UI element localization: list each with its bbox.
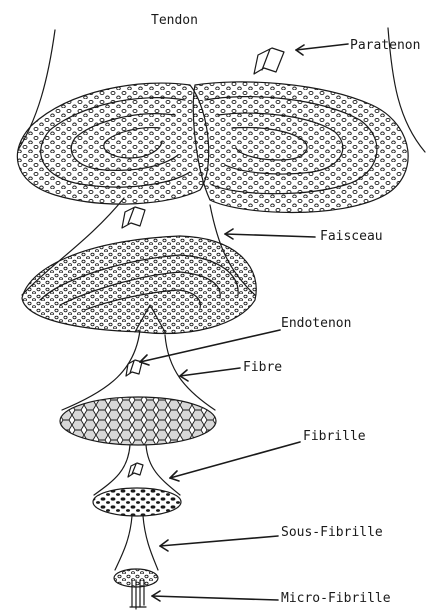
micro-fibrille-label: Micro-Fibrille: [281, 591, 391, 606]
sous-fibrille-label: Sous-Fibrille: [281, 525, 383, 540]
fibre-label: Fibre: [243, 360, 282, 375]
endotenon-label: Endotenon: [281, 316, 351, 331]
sous-fibrille-cone-left: [115, 516, 132, 570]
fibre-section: [60, 397, 216, 445]
paratenon-label: Paratenon: [350, 38, 420, 53]
fibrille-cone-left: [94, 445, 130, 495]
sous-fibrille-leader: [160, 536, 278, 546]
fibrille-leader: [170, 442, 300, 478]
faisceau-section: [22, 236, 256, 333]
faisceau-label: Faisceau: [320, 229, 383, 244]
fibrille-cone-right: [146, 445, 180, 495]
fibrille-label: Fibrille: [303, 429, 366, 444]
fibrille-section: [93, 488, 181, 516]
faisceau-leader: [225, 234, 315, 237]
micro-fibrille-leader: [152, 596, 278, 600]
tendon-bundle-left: [17, 83, 208, 204]
fibrille-book-icon: [128, 463, 143, 477]
paratenon-icon: [254, 48, 284, 74]
tendon-label: Tendon: [151, 13, 198, 28]
sous-fibrille-cone-right: [143, 516, 158, 570]
faisceau-book-icon: [122, 207, 145, 228]
fibre-leader: [180, 368, 240, 376]
endotenon-leader: [140, 330, 280, 362]
